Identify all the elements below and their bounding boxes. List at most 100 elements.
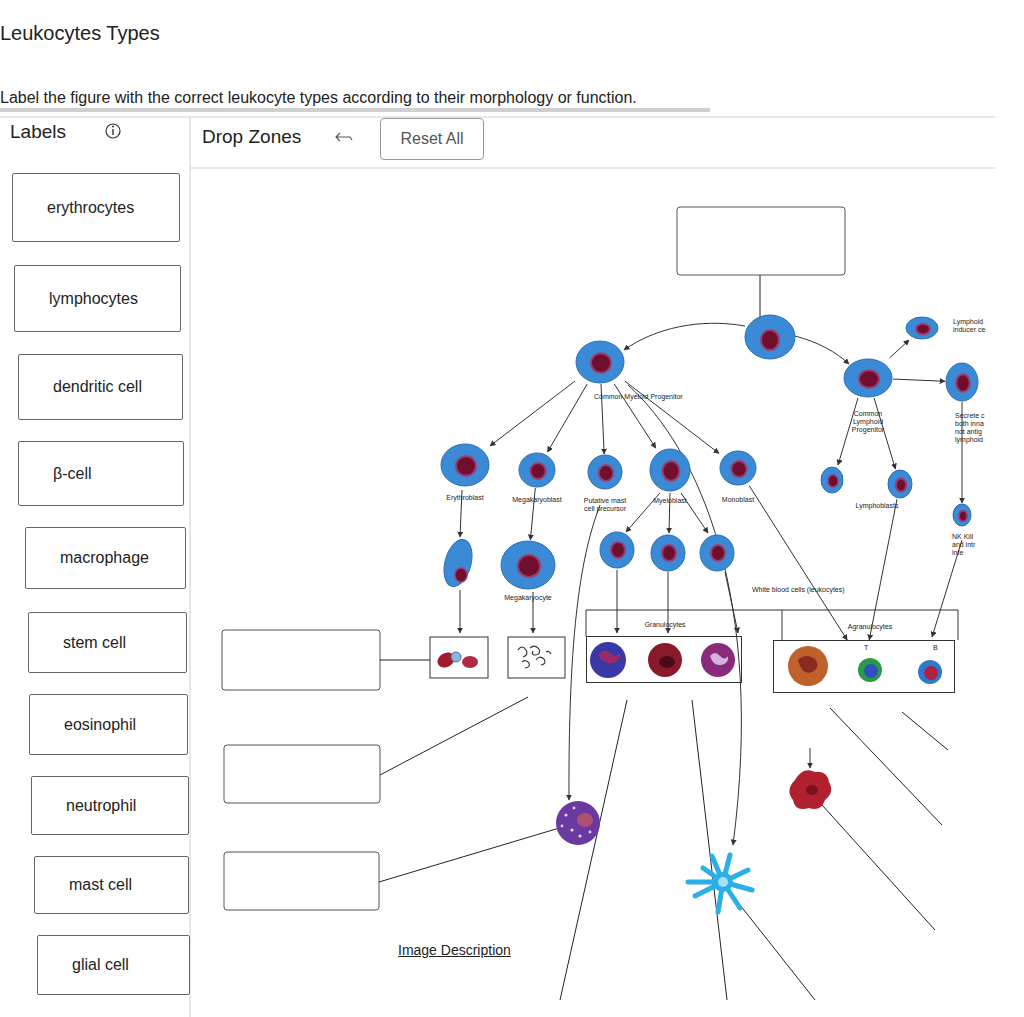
cell-drawing	[575, 340, 625, 384]
cell-nucleus	[599, 465, 613, 481]
label-card: lymphocytes	[14, 265, 181, 332]
cell-label: Monoblast	[707, 496, 769, 504]
cell-nucleus	[798, 656, 817, 673]
cell-nucleus	[859, 370, 879, 388]
cell-nucleus	[577, 813, 593, 827]
cell-drawing	[952, 503, 972, 527]
cell-body	[651, 535, 685, 571]
cell-nucleus	[530, 463, 545, 479]
instruction-text: Label the figure with the correct leukoc…	[0, 88, 720, 107]
platelets	[518, 646, 551, 668]
cell-drawing	[719, 450, 757, 486]
cell-nucleus	[916, 324, 930, 335]
leader-line	[379, 826, 566, 882]
cell-group-box: AgranulocytesTB	[773, 640, 955, 693]
cell-drawing	[587, 454, 623, 490]
cell-body	[953, 504, 971, 526]
label-text: β-cell	[53, 465, 92, 483]
cell-drawing	[518, 452, 556, 488]
eosinophil-drawing	[590, 642, 626, 678]
cell-label: Agranulocytes	[832, 623, 908, 631]
cell-label: Megakaryoblast	[500, 496, 574, 504]
cell-group-box: Granulocytes	[586, 636, 742, 683]
cell-nucleus	[518, 555, 540, 577]
leader-line	[692, 700, 727, 1000]
label-card: macrophage	[25, 527, 186, 589]
cell-nucleus	[806, 785, 818, 795]
leader-line	[760, 275, 761, 318]
label-card: β-cell	[18, 441, 184, 506]
granules	[561, 807, 592, 838]
dendritic-cell-drawing	[688, 855, 752, 912]
lineage-arrow	[617, 570, 618, 633]
erythrocyte	[451, 652, 461, 662]
cell-drawing	[440, 443, 490, 487]
label-card: dendritic cell	[18, 354, 183, 420]
leader-line	[380, 660, 430, 661]
button-text: Reset All	[400, 130, 463, 148]
cell-nucleus	[455, 568, 467, 582]
platelet-box	[508, 637, 565, 678]
lineage-arrow	[625, 381, 719, 453]
lineage-arrow	[869, 499, 897, 640]
leader-line	[830, 708, 942, 825]
lineage-arrow	[893, 379, 945, 381]
group-label: White blood cells (leukocytes)	[752, 586, 872, 594]
cell-label: NK Kill and intr infe	[952, 533, 978, 557]
info-icon-stem	[112, 129, 113, 135]
panel-heading: Labels	[10, 120, 100, 143]
cell-label: Secrete c both inna not antig lymphoid	[955, 412, 991, 444]
leader-line	[902, 712, 948, 750]
label-text: neutrophil	[66, 797, 136, 815]
panel-divider	[190, 117, 191, 1017]
cell-label: Megakaryocyte	[488, 594, 568, 602]
cell-nucleus	[611, 542, 625, 558]
cell-body	[888, 470, 912, 498]
cell-label: Granulocytes	[587, 621, 743, 629]
link-text: Image Description	[398, 942, 538, 959]
instruction-underline	[0, 108, 710, 112]
label-text: glial cell	[72, 956, 129, 974]
cell-body	[946, 363, 978, 401]
cell-nucleus	[864, 664, 878, 678]
cell-body	[600, 532, 634, 568]
cell-nucleus	[924, 666, 938, 680]
undo-icon	[336, 133, 352, 141]
t-cell-drawing	[858, 658, 882, 682]
cell-body	[576, 341, 624, 383]
cell-nucleus	[828, 475, 838, 487]
cell-nucleus	[662, 545, 676, 561]
lineage-arrow	[628, 385, 741, 845]
cell-nucleus	[761, 330, 779, 350]
label-text: dendritic cell	[53, 378, 142, 396]
drop-zone	[224, 745, 380, 803]
label-card: erythrocytes	[12, 173, 180, 242]
stem-cell-drawing	[745, 315, 795, 359]
cell-body	[650, 449, 690, 491]
cell-nucleus	[896, 478, 906, 491]
cell-body	[439, 536, 477, 589]
leader-line	[740, 905, 815, 1000]
cell-nucleus	[718, 877, 728, 887]
lineage-arrow	[460, 590, 461, 633]
cell-drawing	[843, 358, 893, 398]
cell-body	[713, 872, 733, 892]
macrophage-drawing	[789, 770, 831, 809]
label-text: lymphocytes	[49, 290, 138, 308]
cell-nucleus	[663, 461, 680, 480]
cell-label: Erythroblast	[428, 494, 502, 502]
label-card: stem cell	[28, 612, 187, 673]
drop-zone	[222, 630, 380, 690]
cell-label: Lymphoblasts	[845, 502, 909, 510]
leader-line	[822, 805, 935, 930]
cell-node: NK Kill and intr infe	[952, 503, 972, 527]
erythrocyte-box	[430, 637, 488, 678]
label-card: neutrophil	[31, 776, 189, 835]
cell-nucleus	[711, 545, 725, 561]
monocyte-drawing	[788, 646, 828, 686]
label-text: mast cell	[69, 876, 132, 894]
label-text: macrophage	[60, 549, 149, 567]
cell-body	[844, 359, 892, 397]
lineage-arrow	[795, 336, 849, 364]
